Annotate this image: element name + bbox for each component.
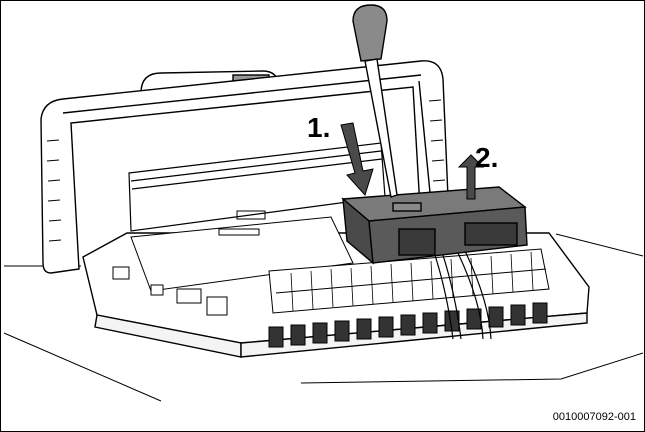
terminal-strip — [268, 248, 550, 314]
screwdriver-handle — [352, 4, 388, 62]
module-connector-left — [398, 228, 436, 256]
board-components — [112, 266, 228, 316]
step-1-label: 1. — [307, 112, 330, 143]
screwdriver-shaft — [364, 58, 398, 198]
arrow-up-icon — [457, 154, 485, 200]
figure-id: 0010007092-001 — [552, 411, 636, 423]
plug-in-module — [341, 186, 528, 265]
screwdriver-icon — [352, 4, 398, 198]
circuit-board — [112, 210, 354, 316]
step-2-label: 2. — [475, 142, 498, 173]
cable-clamps — [268, 302, 548, 348]
module-connector-right — [464, 222, 518, 246]
arrow-down-icon — [340, 122, 374, 196]
cables — [432, 248, 492, 340]
